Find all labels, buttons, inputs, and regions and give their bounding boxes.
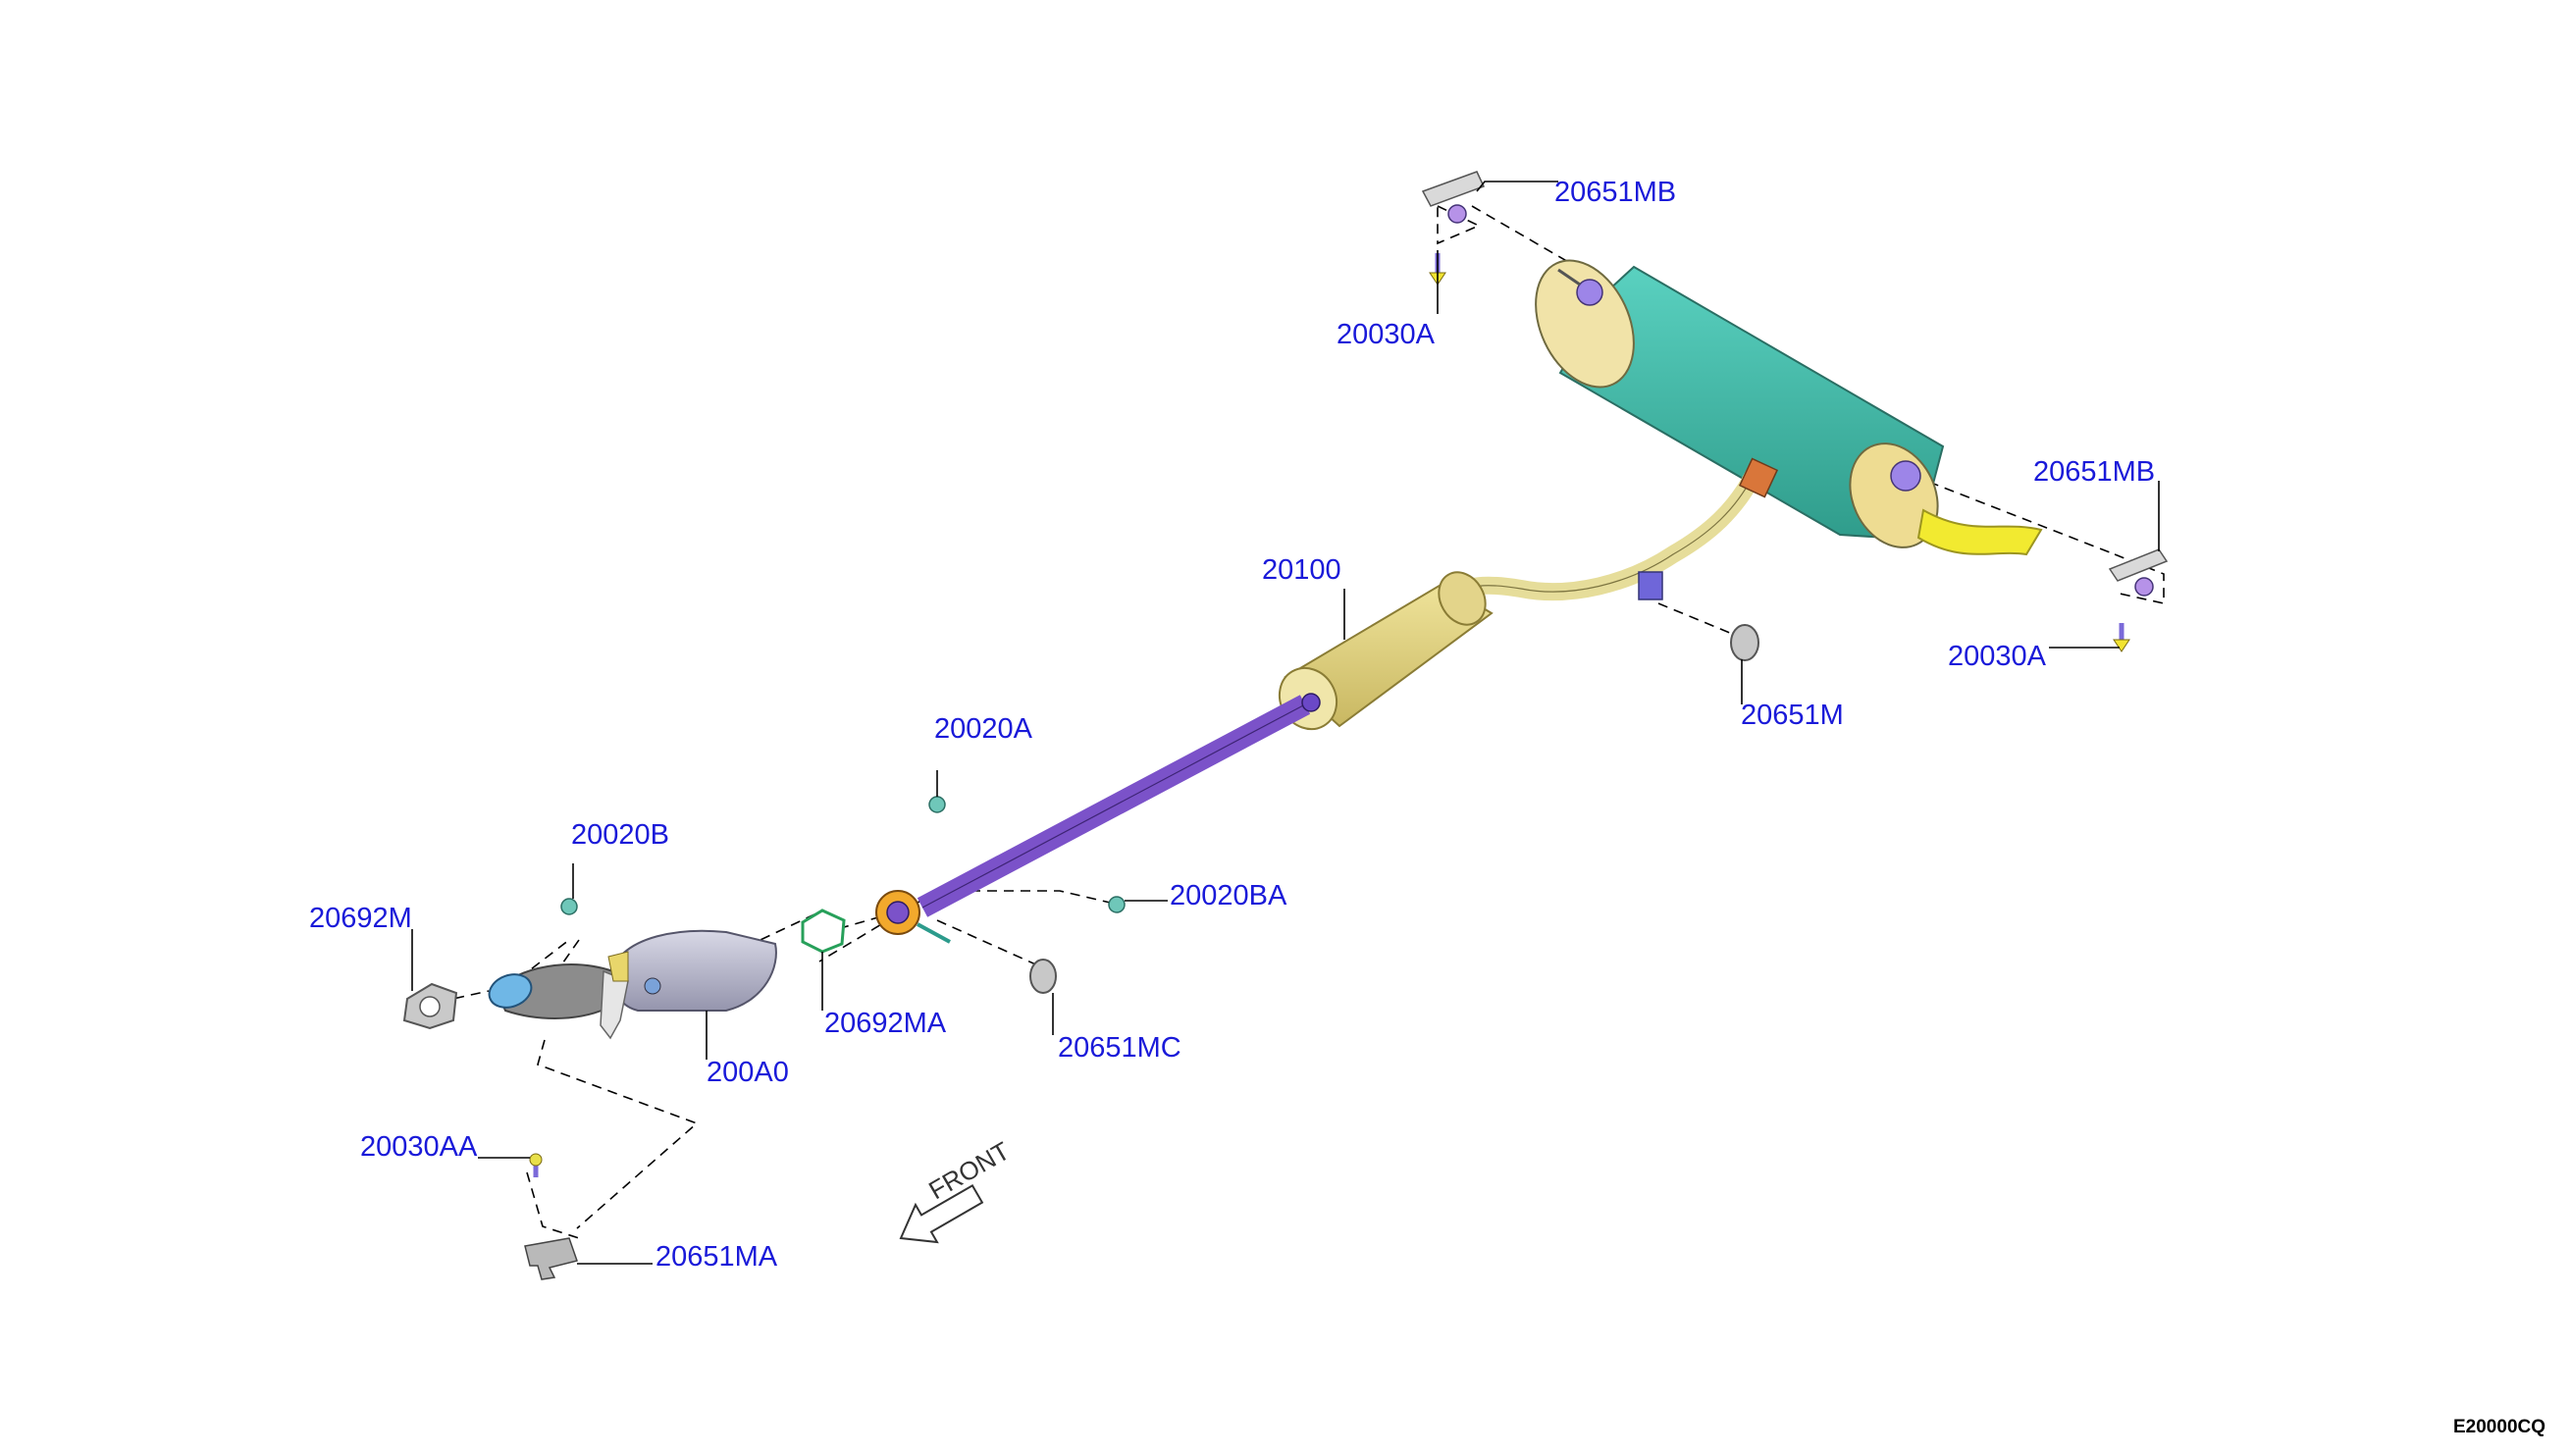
center-pipe bbox=[917, 457, 1779, 917]
gasket-front bbox=[402, 982, 458, 1030]
muffler-mount-right bbox=[2108, 548, 2169, 597]
rubber-mount-mc bbox=[1029, 959, 1057, 994]
nut-left bbox=[560, 898, 578, 915]
label-rubber-mount-center: 20651M bbox=[1741, 700, 1844, 731]
label-gasket-front: 20692M bbox=[309, 903, 412, 934]
bolt-lower bbox=[529, 1153, 543, 1177]
label-gasket-mid: 20692MA bbox=[824, 1008, 947, 1039]
center-pipe-front-flange bbox=[875, 890, 951, 944]
gasket-mid bbox=[801, 909, 846, 954]
rubber-mount-center bbox=[1730, 624, 1759, 661]
main-muffler bbox=[1535, 259, 1945, 548]
label-rubber-mount-mc: 20651MC bbox=[1058, 1032, 1181, 1064]
label-nut-upper: 20020A bbox=[934, 713, 1033, 745]
bracket-lower bbox=[524, 1237, 578, 1280]
front-direction-arrow: FRONT bbox=[899, 1136, 1015, 1244]
nut-upper bbox=[928, 796, 946, 813]
catalytic-converter bbox=[488, 929, 777, 1040]
drawing-code: E20000CQ bbox=[2453, 1417, 2545, 1437]
label-catalyst: 200A0 bbox=[707, 1057, 789, 1088]
label-muffler-mount-top: 20651MB bbox=[1554, 177, 1676, 208]
bolt-right bbox=[2113, 623, 2130, 652]
leader-lines bbox=[411, 181, 2160, 1265]
part-callouts: 20651MB 20030A 20651MB 20030A 20100 2065… bbox=[309, 177, 2155, 1273]
nut-right bbox=[1108, 896, 1126, 913]
label-nut-left: 20020B bbox=[571, 819, 669, 851]
muffler-mount-top bbox=[1421, 171, 1486, 224]
label-muffler-mount-right: 20651MB bbox=[2033, 456, 2155, 488]
label-bolt-lower: 20030AA bbox=[360, 1131, 478, 1163]
label-center-pipe: 20100 bbox=[1262, 554, 1341, 586]
assembly-lines bbox=[421, 204, 2165, 1239]
label-bolt-top: 20030A bbox=[1337, 319, 1436, 350]
label-bracket-lower: 20651MA bbox=[656, 1241, 778, 1273]
label-bolt-right: 20030A bbox=[1948, 641, 2047, 672]
tail-pipe bbox=[1916, 508, 2043, 556]
label-nut-right: 20020BA bbox=[1170, 880, 1287, 911]
